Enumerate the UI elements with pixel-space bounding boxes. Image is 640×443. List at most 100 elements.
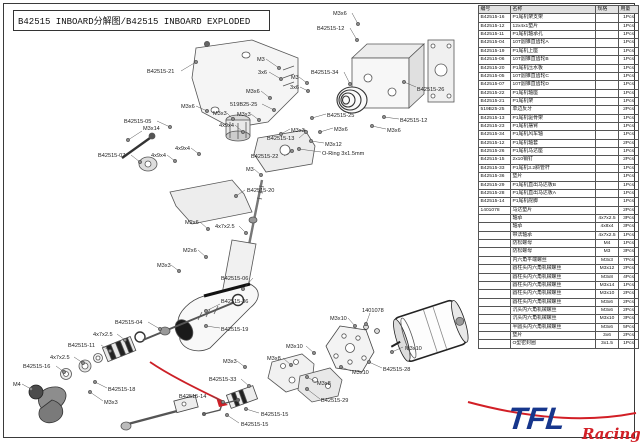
part-qty: 1Pcs <box>618 38 639 48</box>
part-number <box>478 213 511 224</box>
part-qty: 7Pcs <box>618 255 639 266</box>
part-label: M2x6 <box>185 220 199 226</box>
fastener-glyph <box>259 173 263 177</box>
fastener-glyph <box>370 124 374 128</box>
part-name: 圆柱头内六角机械螺丝 <box>510 272 596 282</box>
part-number: B42515-22 <box>478 88 511 98</box>
part-qty: 1Pcs <box>618 280 639 291</box>
leader-line <box>268 71 282 80</box>
part-qty: 3Pcs <box>618 314 639 324</box>
part-spec: M3x8 <box>595 272 619 282</box>
tiller-part <box>120 394 240 431</box>
part-label: M3x3 <box>223 359 237 365</box>
fastener-glyph <box>225 413 229 417</box>
fastener-glyph <box>197 152 201 156</box>
part-qty: 1Pcs <box>618 46 639 57</box>
part-name: P1尾机摆臂 <box>510 122 596 132</box>
part-spec: 4x8x4 <box>595 222 619 232</box>
part-label: B42515-07 <box>98 153 125 159</box>
part-label: B42515-19 <box>221 327 248 333</box>
fastener-glyph <box>247 384 251 388</box>
fastener-glyph <box>297 147 301 151</box>
part-name: 防松螺母 <box>510 239 596 249</box>
part-label: B42515-13 <box>267 136 294 142</box>
part-qty: 1Pcs <box>618 80 639 90</box>
housing-part <box>350 39 455 109</box>
part-label: B42515-16 <box>23 364 50 370</box>
part-spec <box>595 71 619 82</box>
part-qty: 2Pcs <box>618 205 639 216</box>
part-name: 内六角平端螺丝 <box>510 255 596 266</box>
part-name: 圆柱头内六角机械螺丝 <box>510 297 596 307</box>
part-number: B42515-34 <box>478 130 511 140</box>
part-label: B42515-29 <box>321 398 348 404</box>
part-name: 10T圆锥直齿轮D <box>510 80 596 90</box>
page-title: B42515 INBOARD分解图/B42515 INBOARD EXPLODE… <box>18 17 251 27</box>
leader-line <box>261 103 275 111</box>
part-qty: 1Pcs <box>618 172 639 182</box>
part-name: P1尾机风车轴 <box>510 130 596 140</box>
part-label: M3 <box>291 75 299 81</box>
part-qty: 1Pcs <box>618 71 639 82</box>
part-name: O型密封圈 <box>510 339 596 349</box>
fastener-glyph <box>204 324 208 328</box>
part-qty: 1Pcs <box>618 21 639 32</box>
leader-line <box>147 321 161 330</box>
part-qty: 1Pcs <box>618 55 639 65</box>
part-label: M3x10 <box>330 316 347 322</box>
logo-main-text: TFL <box>506 401 566 436</box>
leader-line <box>319 127 334 133</box>
part-qty: 2Pcs <box>618 264 639 274</box>
fastener-glyph <box>289 363 293 367</box>
part-spec <box>595 138 619 149</box>
tfl-racing-logo: TFL Racing <box>467 401 640 443</box>
fastener-glyph <box>367 360 371 364</box>
part-number <box>478 297 511 307</box>
part-number <box>478 239 511 249</box>
fastener-glyph <box>290 149 294 153</box>
leader-line <box>242 277 254 290</box>
part-number: B42515-23 <box>478 122 511 132</box>
part-number <box>478 322 511 333</box>
part-name: 沉头内六角机械螺丝 <box>510 305 596 316</box>
fastener-glyph <box>382 115 386 119</box>
leader-line <box>391 346 404 353</box>
part-name: P1尾机马达座 <box>510 147 596 157</box>
fastener-glyph <box>279 132 283 136</box>
fastener-glyph <box>243 365 247 369</box>
fastener-glyph <box>241 130 245 134</box>
part-qty: 2Pcs <box>618 305 639 316</box>
fastener-glyph <box>204 255 208 259</box>
part-name: 10T圆锥直齿轮B <box>510 55 596 65</box>
part-name: 10T圆锥直齿轮C <box>510 71 596 82</box>
part-name: 轴承 <box>510 222 596 232</box>
fastener-glyph <box>108 349 112 353</box>
part-name: 圆柱头内六角机械螺丝 <box>510 289 596 299</box>
part-name: 马达垫片 <box>510 205 596 216</box>
part-name: P1尾机驱骨架 <box>510 113 596 124</box>
leader-line <box>89 391 104 402</box>
propeller-part <box>28 384 67 424</box>
fastener-glyph <box>138 160 142 164</box>
collet-part <box>225 385 259 409</box>
fastener-glyph <box>126 138 130 142</box>
part-label: B42515-28 <box>383 367 410 373</box>
part-qty: 2Pcs <box>618 297 639 307</box>
part-label: B42515-36 <box>221 299 248 305</box>
